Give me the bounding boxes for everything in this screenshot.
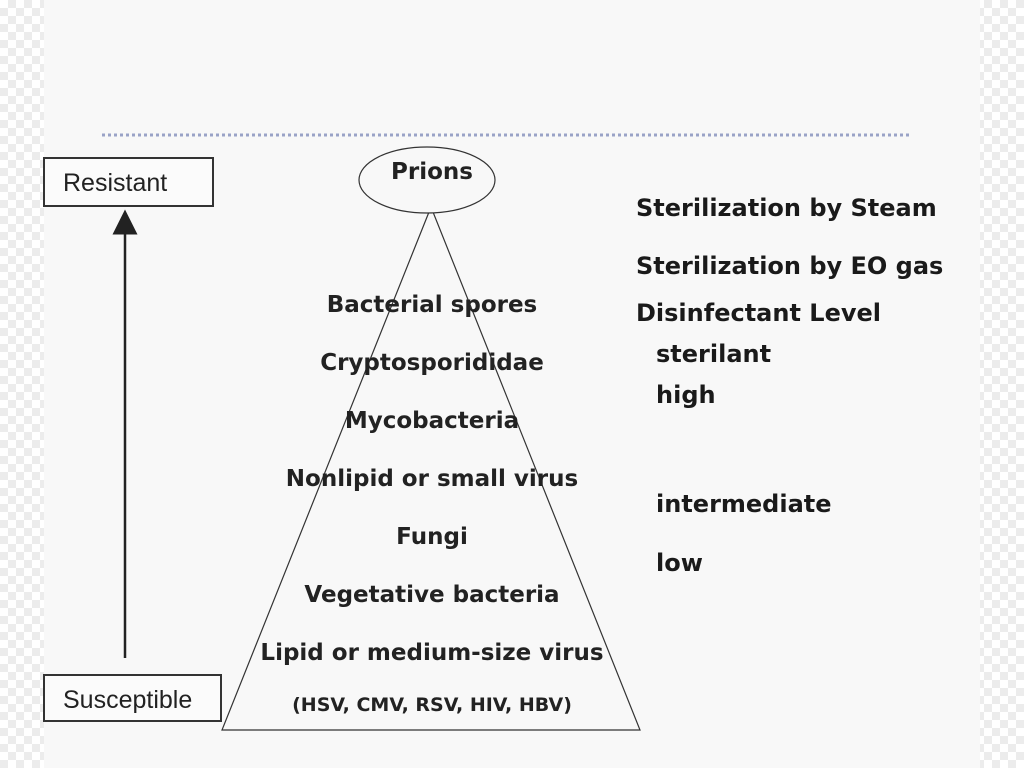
susceptible-label: Susceptible (63, 686, 193, 714)
pyramid-triangle (221, 205, 641, 731)
resistant-label: Resistant (63, 169, 168, 197)
method-steam: Sterilization by Steam (636, 194, 937, 222)
disinfectant-title: Disinfectant Level (636, 299, 881, 327)
virus-examples-note: (HSV, CMV, RSV, HIV, HBV) (292, 694, 572, 716)
level-lipid-virus: Lipid or medium-size virus (260, 640, 604, 666)
apex-label: Prions (391, 159, 473, 185)
susceptible-box: Susceptible (43, 674, 222, 722)
level-mycobacteria: Mycobacteria (344, 408, 520, 434)
level-cryptosporididae: Cryptosporididae (320, 350, 544, 376)
level-nonlipid-virus: Nonlipid or small virus (285, 466, 579, 492)
level-fungi: Fungi (396, 524, 468, 550)
method-eo-gas: Sterilization by EO gas (636, 252, 944, 280)
level-low: low (656, 549, 703, 577)
level-sterilant: sterilant (656, 340, 772, 368)
level-high: high (656, 381, 716, 409)
prions-ellipse (358, 146, 496, 214)
level-intermediate: intermediate (656, 490, 832, 518)
slide-background (44, 0, 980, 768)
resistant-box: Resistant (43, 157, 214, 207)
level-bacterial-spores: Bacterial spores (326, 292, 538, 318)
level-vegetative-bacteria: Vegetative bacteria (304, 582, 560, 608)
